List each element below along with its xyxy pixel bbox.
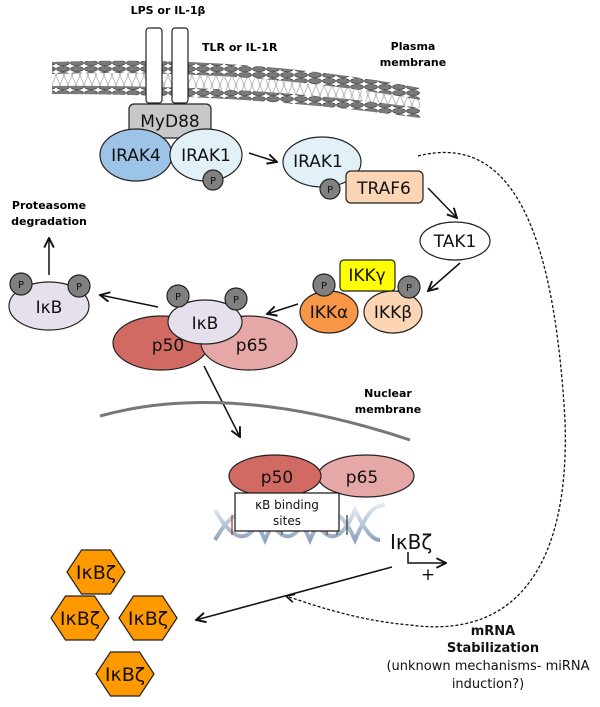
svg-text:P: P (76, 282, 82, 293)
mrna-label-2: Stabilization (447, 641, 539, 656)
irak4-label: IRAK4 (111, 146, 161, 166)
ikb-free-label: IκB (36, 298, 63, 318)
ikb-complex-label: IκB (192, 314, 219, 334)
ikk-gamma-node (339, 259, 396, 292)
svg-text:P: P (406, 283, 412, 294)
arrow-tak1-ikk (428, 262, 461, 291)
ikbz-protein-hexagon: IκBζ (95, 651, 155, 697)
kb-sites-label-2: sites (273, 514, 301, 528)
ikk-beta-label: IKKβ (374, 303, 412, 323)
receptor-tlr-il1r (145, 27, 189, 104)
nfkb-ikb-complex: p50 p65 IκB P P (112, 284, 298, 371)
receptor-label: TLR or IL-1R (202, 41, 278, 54)
p50-cyto-label: p50 (152, 336, 184, 356)
kb-sites-label-1: κB binding (255, 498, 319, 512)
ikbz-protein-label: IκBζ (105, 664, 145, 686)
svg-text:P: P (233, 295, 239, 306)
nuclear-membrane (99, 401, 411, 442)
plasma-membrane-label-2: membrane (380, 56, 446, 69)
nuclear-membrane-label-1: Nuclear (364, 387, 412, 400)
transcription-start-arrow (407, 552, 446, 563)
ikk-complex: IKKγ IKKα IKKβ P P (299, 259, 423, 334)
traf6-node: TRAF6 (345, 170, 424, 204)
irak1-free-node: IRAK1 (282, 136, 362, 188)
myd88-label: MyD88 (140, 112, 199, 132)
p50-nuc-label: p50 (261, 468, 293, 488)
ikb-complex-node (167, 299, 243, 345)
tak1-label: TAK1 (433, 232, 477, 252)
ikk-gamma-label: IKKγ (348, 266, 385, 286)
ikb-free-node: IκB P P (8, 272, 91, 331)
svg-text:P: P (321, 281, 327, 292)
irak1-bound-label: IRAK1 (181, 146, 231, 166)
arrow-irak1-release (248, 152, 277, 162)
plasma-membrane (52, 60, 420, 118)
plus-sign: + (421, 565, 435, 585)
phospho-irak1-bound: P (202, 169, 224, 191)
ikbz-protein-label: IκBζ (128, 608, 168, 630)
plasma-membrane-label-1: Plasma (391, 40, 436, 53)
ligand-label: LPS or IL-1β (131, 4, 206, 17)
phospho-irak1-free: P (319, 178, 341, 200)
svg-text:P: P (18, 280, 24, 291)
arrow-traf6-tak1 (427, 187, 457, 218)
mrna-label-1: mRNA (471, 624, 516, 639)
mrna-label-4: induction?) (452, 677, 524, 692)
p65-nuc-label: p65 (346, 468, 378, 488)
phospho-ikk-alpha: P (312, 273, 336, 297)
irak1-free-label: IRAK1 (293, 152, 343, 172)
ikbz-gene-label: IκBζ (390, 530, 432, 554)
ikbz-protein-label: IκBζ (60, 608, 100, 630)
ikbz-protein-label: IκBζ (76, 562, 116, 584)
nuclear-membrane-label-2: membrane (355, 403, 421, 416)
ikk-alpha-label: IKKα (310, 303, 349, 323)
svg-text:P: P (210, 176, 216, 187)
mrna-label-3: (unknown mechanisms- miRNA (386, 659, 589, 674)
phospho-ikb-right: P (224, 287, 248, 311)
svg-text:P: P (327, 185, 333, 196)
phospho-ikb-left: P (166, 284, 190, 308)
kb-binding-sites-box: κB binding sites (234, 492, 340, 532)
svg-text:P: P (175, 292, 181, 303)
arrow-translation (196, 566, 393, 620)
ikbz-protein-hexagon: IκBζ (50, 595, 110, 641)
nfkb-nuclear-complex: p65 p50 (228, 454, 415, 498)
proteasome-label-1: Proteasome (12, 199, 86, 212)
p65-cyto-label: p65 (236, 336, 268, 356)
ikk-beta-node (363, 290, 423, 334)
irak4-node: IRAK4 (99, 128, 173, 182)
myd88-node: MyD88 (128, 103, 212, 139)
mrna-stabilization-arrow (286, 151, 566, 628)
phospho-ikb-free-left: P (9, 272, 33, 296)
arrow-ikb-release (100, 295, 159, 308)
phospho-ikb-free-right: P (67, 274, 91, 298)
arrow-ikk-ikb (267, 303, 299, 314)
traf6-label: TRAF6 (356, 179, 411, 199)
proteasome-label-2: degradation (11, 215, 87, 228)
ikbz-protein-hexagon: IκBζ (66, 549, 126, 595)
ikbz-protein-hexagon: IκBζ (118, 595, 178, 641)
phospho-ikk-beta: P (397, 275, 421, 299)
tak1-node: TAK1 (419, 221, 491, 261)
